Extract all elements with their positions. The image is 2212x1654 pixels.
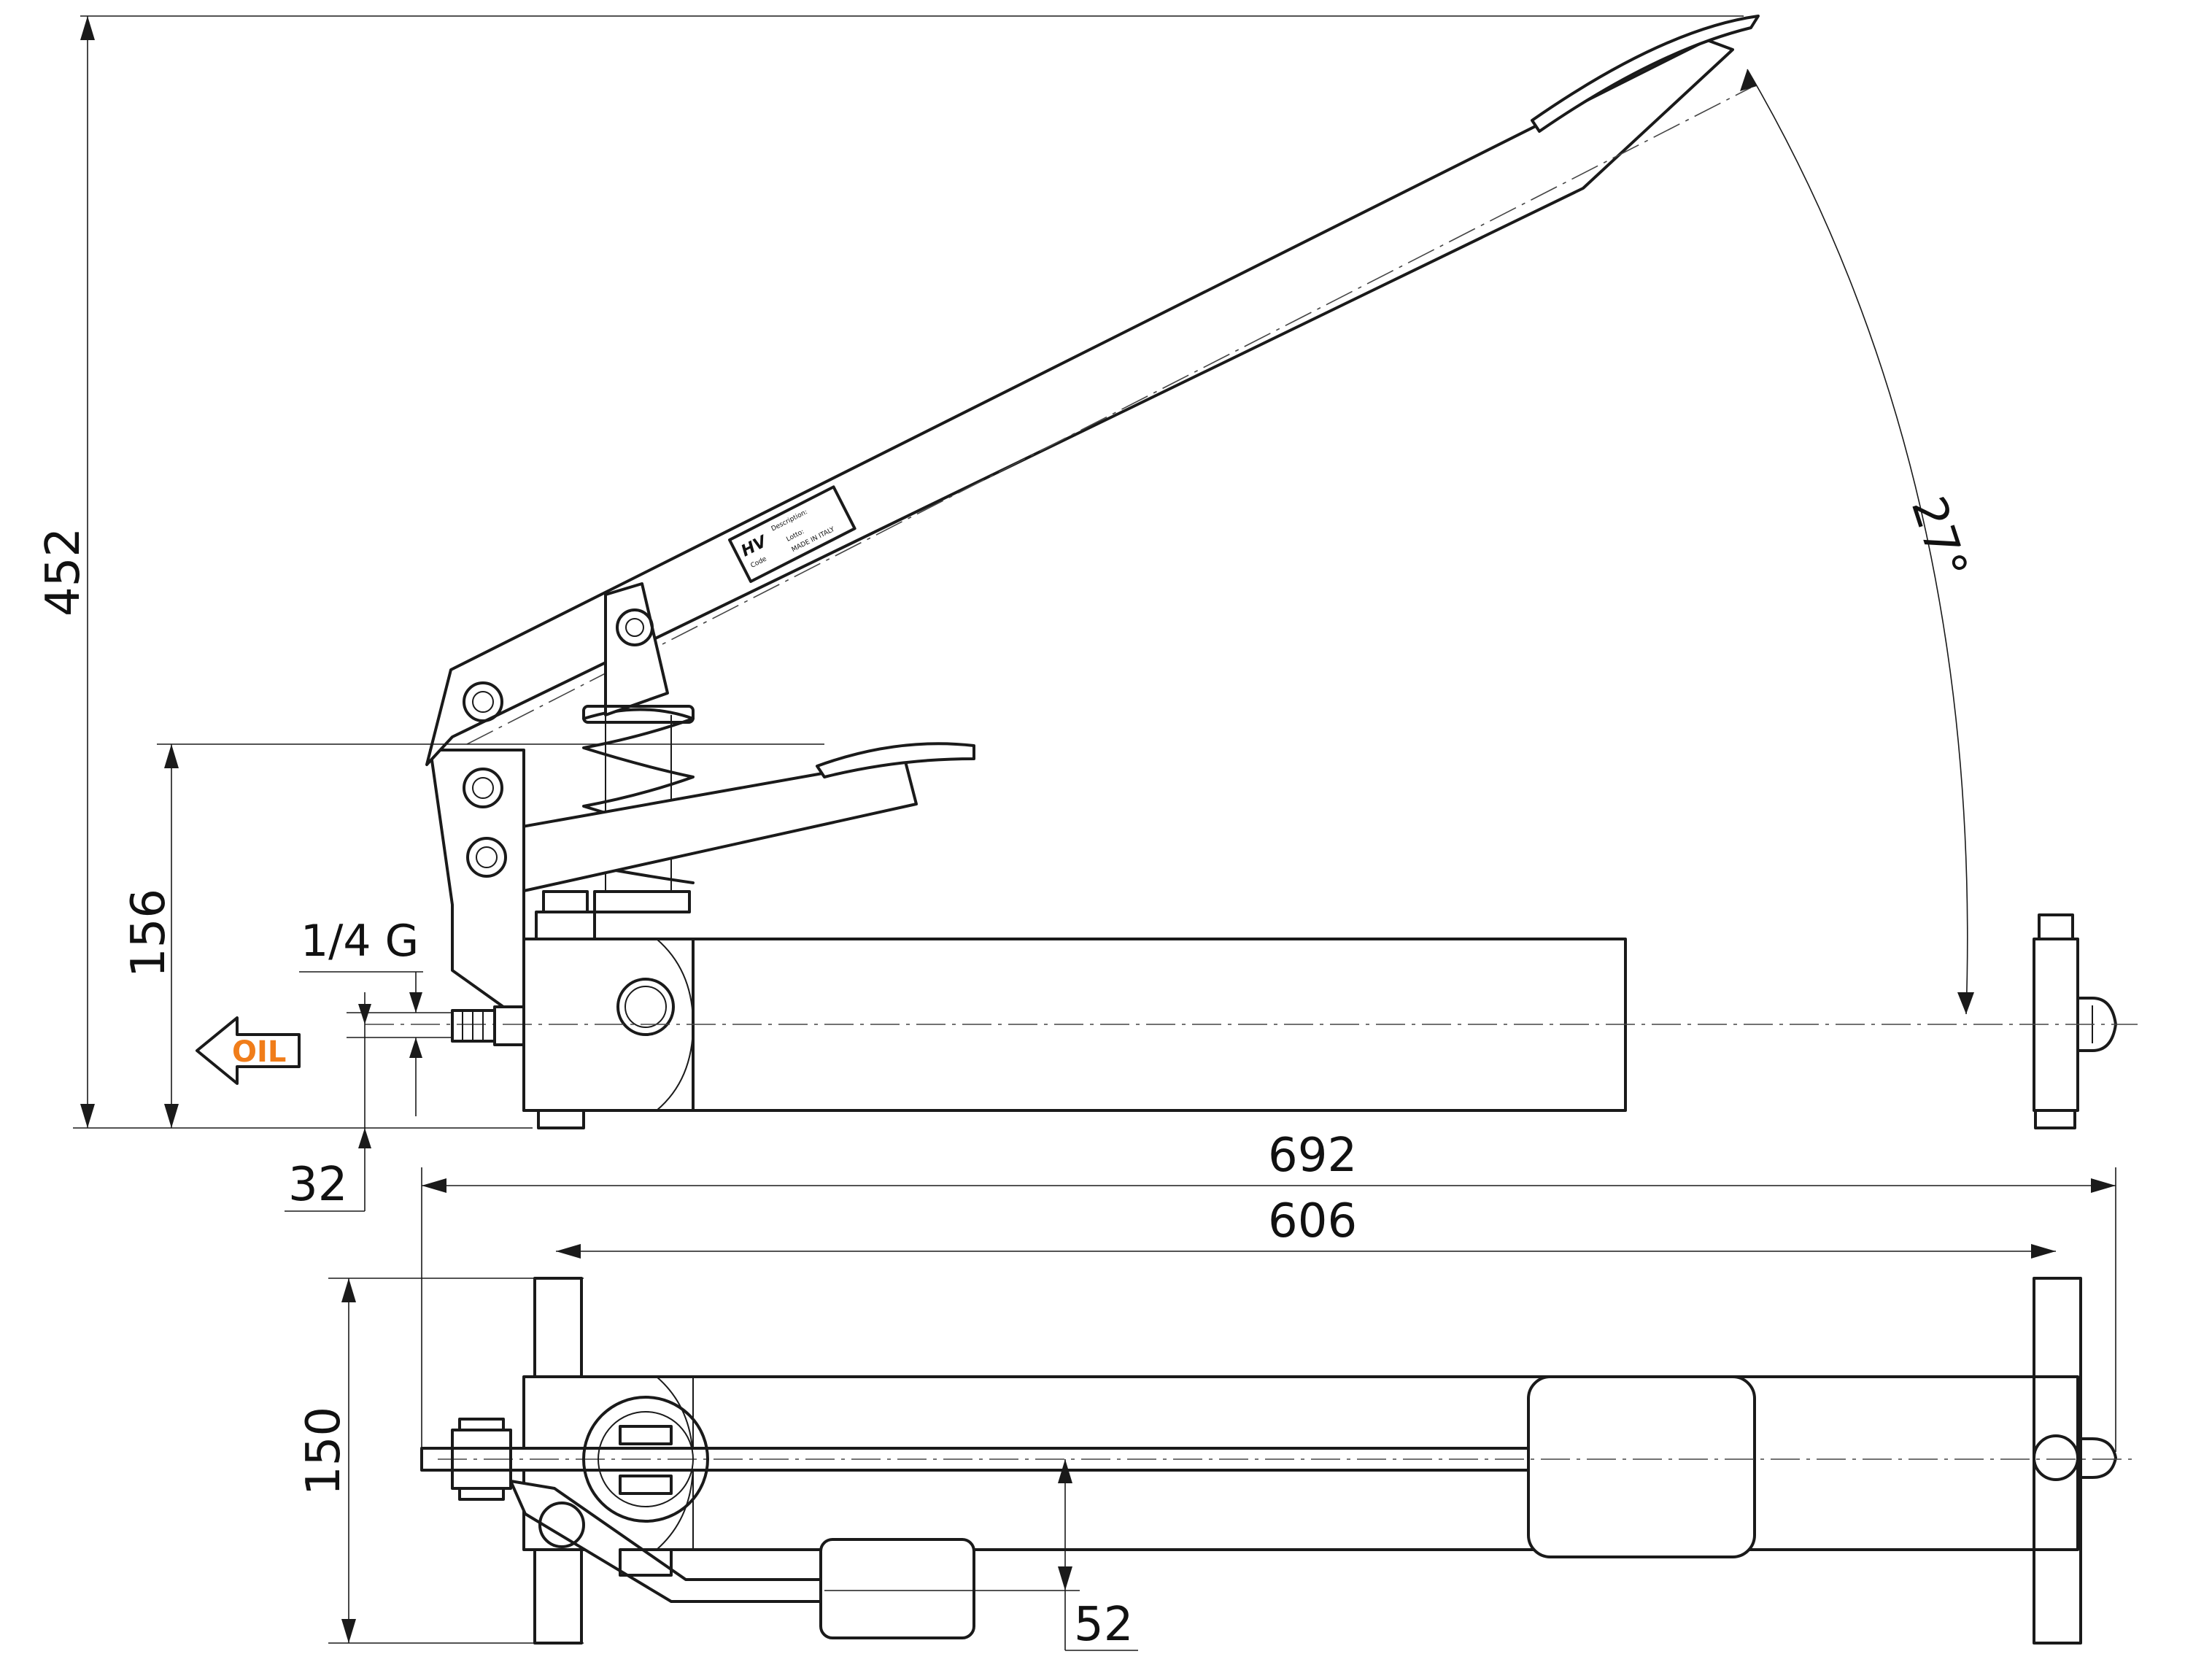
main-lever	[425, 39, 1734, 766]
dim-pedal-height: 156	[122, 889, 176, 978]
bolt-lower	[466, 837, 507, 878]
pedal-pad-large	[1527, 1375, 1756, 1558]
side-dimensions: 452 156 1/4 G 32 OIL	[36, 16, 824, 1212]
bolt-upper	[463, 681, 503, 722]
dim-port-height: 32	[288, 1158, 347, 1212]
oil-arrow-icon: OIL	[196, 1016, 301, 1085]
dim-foot-spacing: 606	[1268, 1194, 1357, 1248]
top-view: 692 606	[297, 1129, 2138, 1652]
pedal-pad-small	[819, 1538, 975, 1639]
dim-overall-height: 452	[36, 527, 90, 617]
dim-port-thread: 1/4 G	[301, 916, 419, 967]
dim-overall-length: 692	[1268, 1129, 1357, 1183]
foot-left	[537, 1109, 585, 1129]
bolt-middle	[463, 768, 503, 808]
dim-foot-width: 150	[297, 1407, 351, 1496]
lever-rod	[420, 1447, 1530, 1472]
dim-pedal-offset: 52	[1074, 1598, 1133, 1652]
oil-label: OIL	[232, 1035, 286, 1069]
dim-angle-label: 27°	[1900, 490, 1977, 586]
side-view: HV Description: Code Lotto: MADE IN ITAL…	[80, 15, 2138, 1129]
port-circle	[616, 978, 675, 1036]
foot-right	[2034, 1109, 2076, 1129]
